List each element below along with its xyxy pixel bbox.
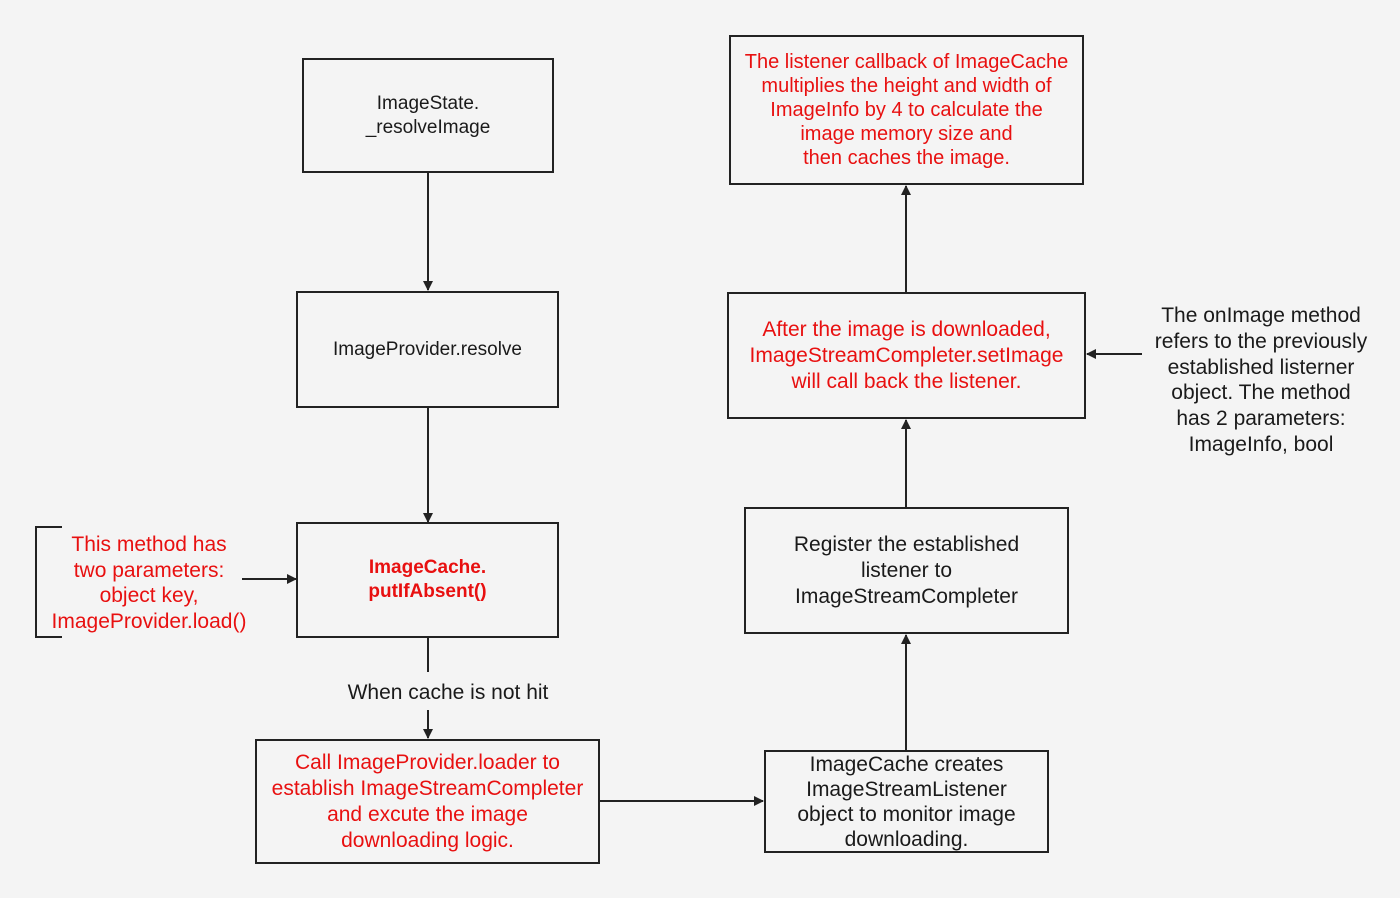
node-resolve-image: ImageState. _resolveImage [302,58,554,173]
node-provider-resolve: ImageProvider.resolve [296,291,559,408]
node-put-if-absent-label: ImageCache. putIfAbsent() [368,557,487,602]
node-register-listener: Register the established listener to Ima… [744,507,1069,634]
node-put-if-absent: ImageCache. putIfAbsent() [296,522,559,638]
node-set-image: After the image is downloaded, ImageStre… [727,292,1086,419]
onimage-note-text: The onImage method refers to the previou… [1154,304,1368,456]
node-provider-resolve-label: ImageProvider.resolve [332,338,523,360]
onimage-note: The onImage method refers to the previou… [1140,303,1382,458]
node-call-loader-label: Call ImageProvider.loader to establish I… [271,750,584,852]
node-call-loader: Call ImageProvider.loader to establish I… [255,739,600,864]
node-register-listener-label: Register the established listener to Ima… [793,532,1020,608]
node-cache-image-label: The listener callback of ImageCache mult… [744,51,1069,169]
params-note-text: This method has two parameters: object k… [51,533,247,633]
node-create-listener-label: ImageCache creates ImageStreamListener o… [797,752,1016,851]
node-cache-image: The listener callback of ImageCache mult… [729,35,1084,185]
node-create-listener: ImageCache creates ImageStreamListener o… [764,750,1049,853]
node-resolve-image-label: ImageState. _resolveImage [365,92,491,138]
params-bracket [35,526,62,638]
params-note: This method has two parameters: object k… [38,532,260,634]
node-set-image-label: After the image is downloaded, ImageStre… [749,317,1064,393]
cache-miss-label-text: When cache is not hit [347,681,549,704]
cache-miss-label: When cache is not hit [330,680,566,706]
